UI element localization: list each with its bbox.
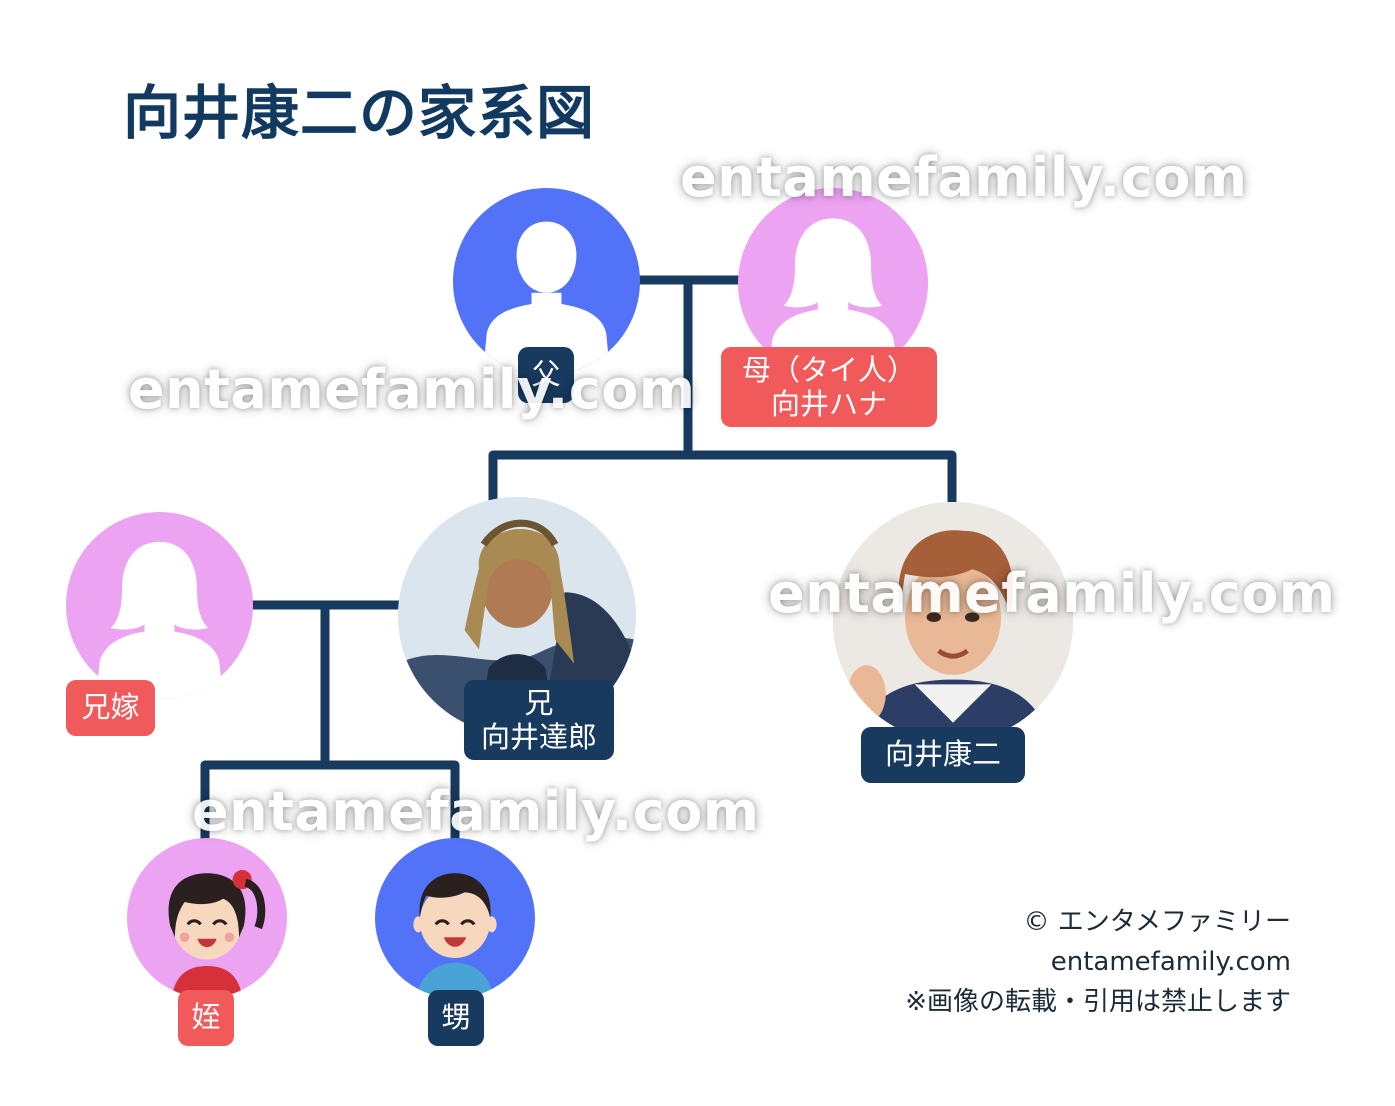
siblings-line: [488, 450, 957, 515]
watermark: entamefamily.com: [768, 562, 1336, 625]
koji-photo: [833, 502, 1073, 742]
koji-avatar: [833, 502, 1073, 742]
sister-in-law-label-text: 兄嫁: [81, 690, 140, 724]
nephew-avatar: [375, 838, 535, 998]
watermark: entamefamily.com: [680, 146, 1248, 209]
male-silhouette-icon: [482, 221, 611, 375]
credit-site: entamefamily.com: [1050, 947, 1291, 977]
boy-illustration-icon: [413, 873, 497, 998]
credit-copyright: © エンタメファミリー: [1023, 907, 1292, 937]
credit-block: © エンタメファミリー entamefamily.com ※画像の転載・引用は禁…: [905, 902, 1291, 1022]
mother-label-line2: 向井ハナ: [770, 387, 887, 421]
father-avatar: [453, 188, 640, 375]
father-label-text: 父: [531, 357, 561, 391]
brother-label-line1: 兄: [524, 686, 554, 720]
watermark: entamefamily.com: [128, 358, 696, 421]
niece-avatar: [127, 838, 287, 998]
koji-label: 向井康二: [861, 727, 1025, 783]
watermark: entamefamily.com: [192, 780, 760, 843]
koji-label-text: 向井康二: [884, 737, 1001, 771]
girl-illustration-icon: [168, 870, 266, 998]
female-silhouette-icon: [95, 541, 224, 699]
niece-label-text: 姪: [191, 1000, 221, 1034]
brother-label-line2: 向井達郎: [480, 720, 597, 754]
page-title: 向井康二の家系図: [123, 79, 596, 147]
female-silhouette-icon: [768, 218, 898, 378]
niece-label: 姪: [178, 990, 234, 1046]
father-label: 父: [518, 347, 574, 403]
brother-label: 兄 向井達郎: [464, 680, 614, 760]
mother-label: 母（タイ人） 向井ハナ: [721, 347, 937, 427]
nephew-label: 甥: [428, 990, 484, 1046]
sister-in-law-avatar: [66, 512, 253, 699]
mother-avatar: [738, 188, 928, 378]
children-line: [200, 760, 460, 855]
sister-in-law-label: 兄嫁: [66, 680, 155, 736]
credit-notice: ※画像の転載・引用は禁止します: [905, 987, 1291, 1017]
nephew-label-text: 甥: [441, 1000, 471, 1034]
mother-label-line1: 母（タイ人）: [741, 353, 916, 387]
